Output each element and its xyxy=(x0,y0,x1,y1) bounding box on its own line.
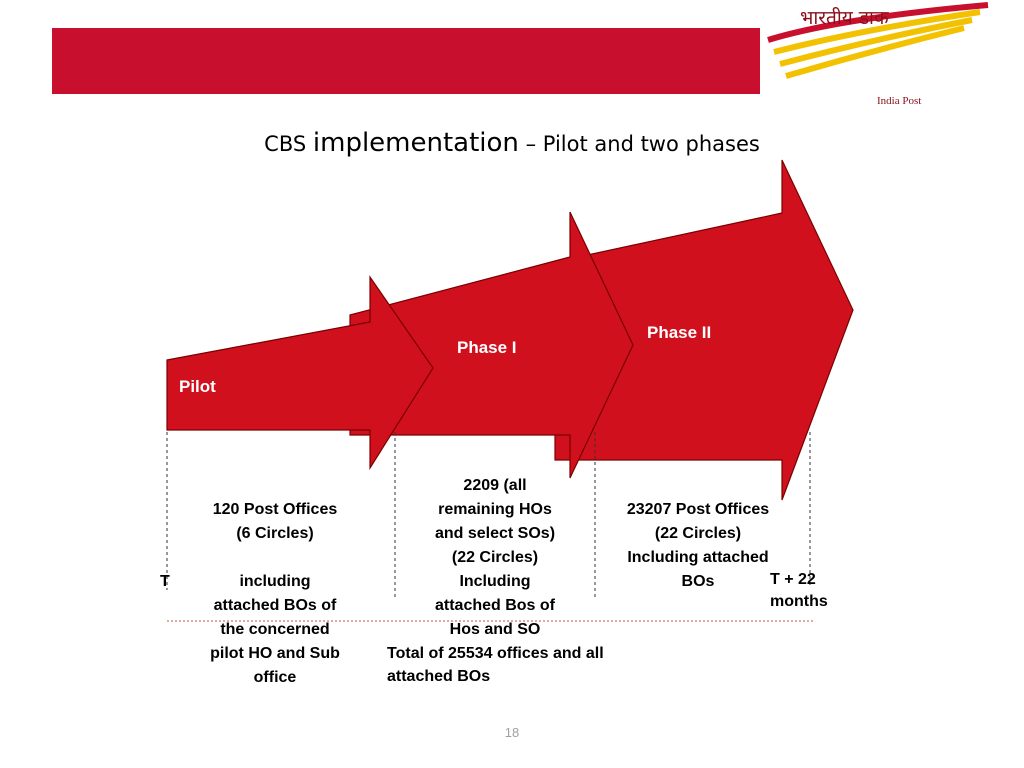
title-part-pilot-phases: – Pilot and two phases xyxy=(518,132,760,156)
phase-ii-description: 23207 Post Offices(22 Circles)Including … xyxy=(626,501,770,590)
title-part-implementation: implementation xyxy=(312,128,519,158)
phase-ii-arrow xyxy=(554,159,854,501)
pilot-label: Pilot xyxy=(179,377,216,396)
logo-hindi-text: भारतीय डाक xyxy=(800,7,889,29)
title-part-cbs: CBS xyxy=(264,132,313,156)
phase-i-label: Phase I xyxy=(457,338,517,357)
phase-ii-label: Phase II xyxy=(647,323,712,342)
logo-english-text: India Post xyxy=(877,95,922,107)
slide-title: CBS implementation – Pilot and two phase… xyxy=(0,128,1024,158)
india-post-logo-icon xyxy=(767,2,989,79)
pilot-arrow xyxy=(166,275,434,471)
timeline-start-label: T xyxy=(160,573,170,590)
page-number: 18 xyxy=(504,725,520,740)
